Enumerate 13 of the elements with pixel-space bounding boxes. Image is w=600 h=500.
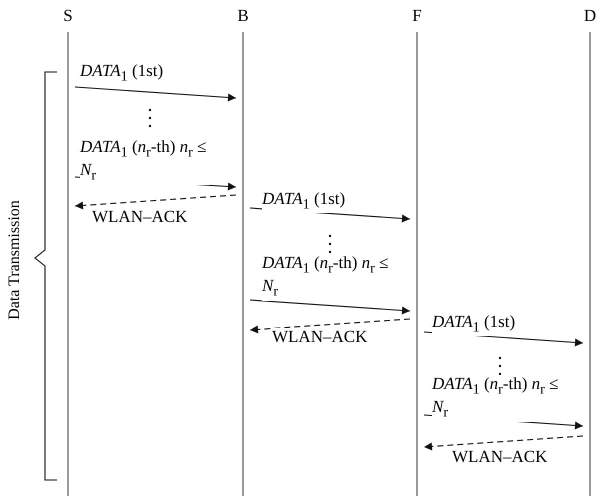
- bracket-label: Data Transmission: [6, 200, 24, 320]
- arrow: [74, 86, 236, 102]
- edge-label: DATA$_{1}$ (n$_{r}$-th) n$_{r}$ ≤ N$_{r}$: [80, 138, 210, 185]
- dashed-arrow: [74, 194, 236, 210]
- dashed-arrow: [250, 318, 410, 334]
- participant-label: F: [412, 6, 422, 26]
- arrow: [250, 299, 410, 314]
- participant-label: D: [584, 6, 596, 26]
- participant-label: S: [63, 6, 73, 26]
- edge-label: DATA$_{1}$ (1st): [262, 190, 346, 214]
- participant-label: B: [237, 6, 249, 26]
- edge-label: DATA$_{1}$ (1st): [432, 313, 516, 336]
- dashed-arrow: [424, 435, 584, 450]
